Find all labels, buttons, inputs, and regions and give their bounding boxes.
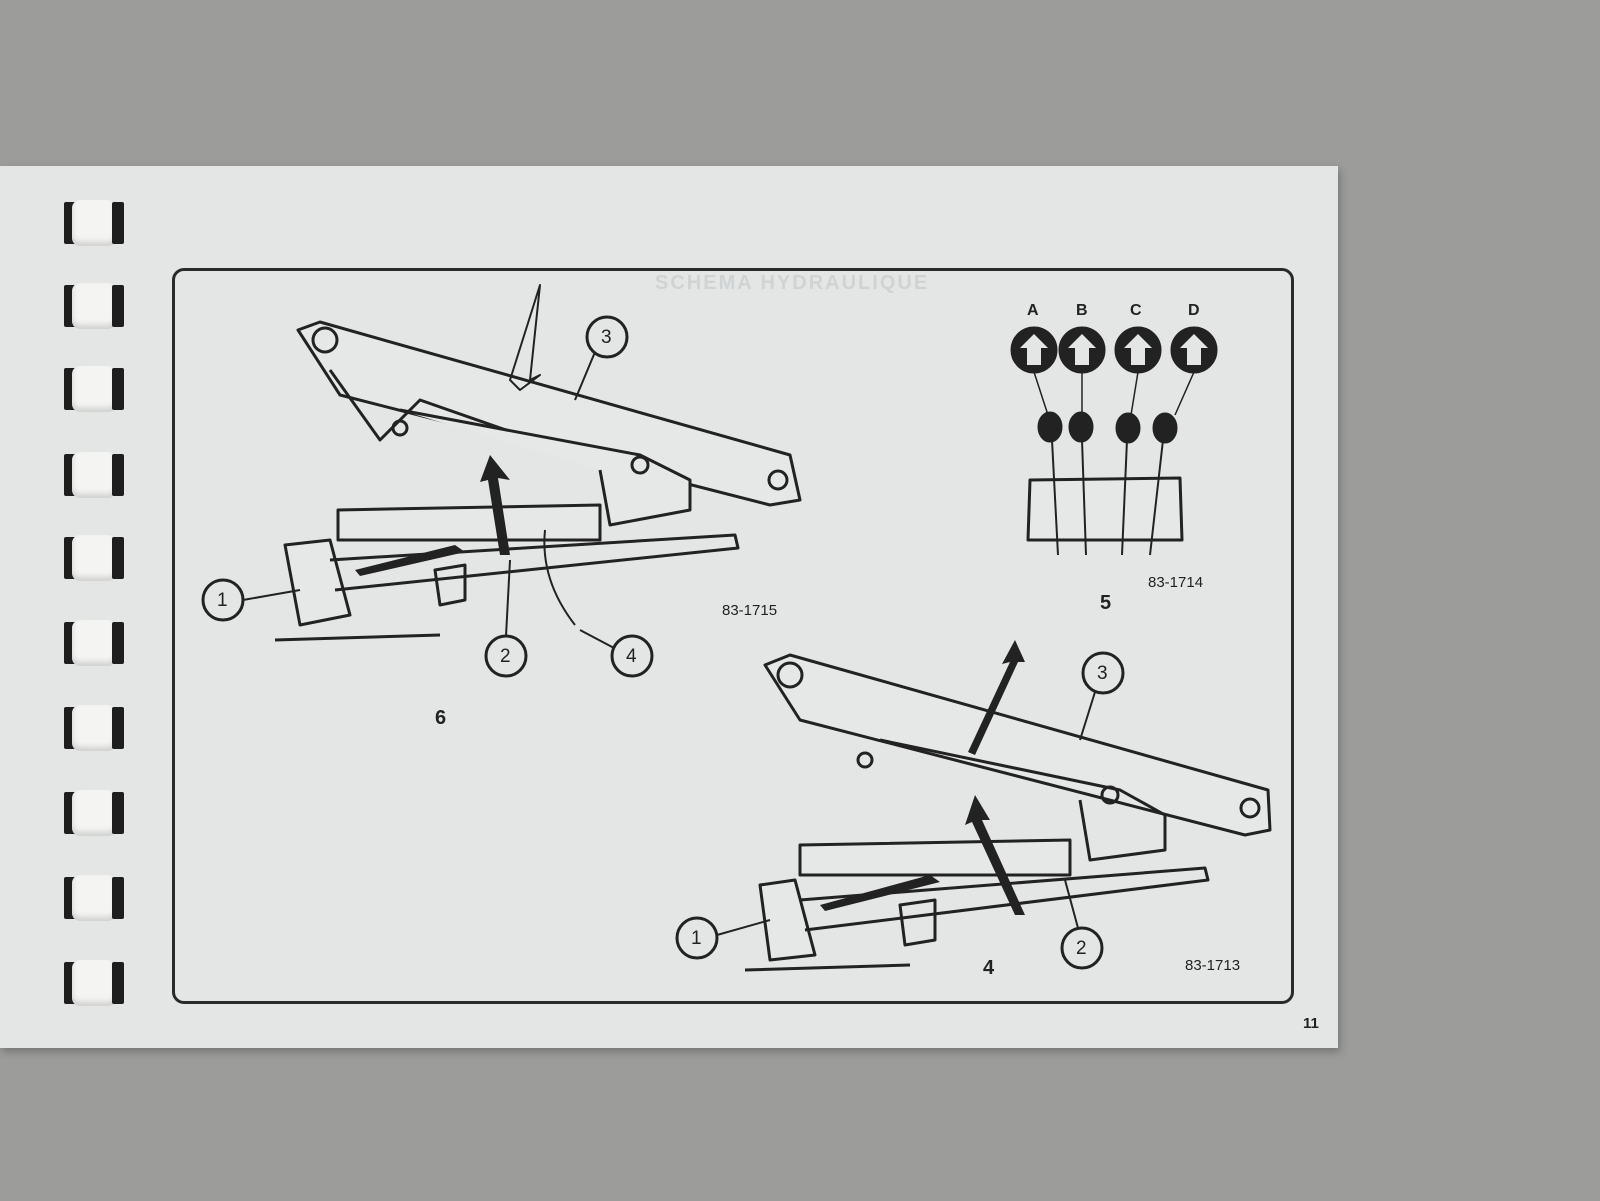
lever-label-d: D	[1188, 302, 1200, 319]
figure-code: 83-1713	[1185, 957, 1241, 974]
callout-3: 3	[1097, 663, 1108, 684]
callout-2: 2	[500, 646, 511, 667]
figure-code: 83-1715	[722, 602, 778, 619]
page-number: 11	[1303, 1015, 1319, 1032]
callout-4: 4	[626, 646, 637, 667]
callout-3: 3	[601, 327, 612, 348]
callout-1: 1	[691, 928, 702, 949]
figure-6-drawing	[274, 320, 802, 642]
figure-number: 6	[435, 707, 447, 729]
figure-number: 4	[983, 957, 995, 979]
figure-code: 83-1714	[1148, 574, 1204, 591]
figure-5-drawing	[1010, 326, 1218, 556]
lever-label-a: A	[1027, 302, 1039, 319]
callout-1: 1	[217, 590, 228, 611]
lever-label-b: B	[1076, 302, 1088, 319]
figure-4-drawing	[744, 653, 1272, 972]
lever-label-c: C	[1130, 302, 1142, 319]
show-through-heading: SCHEMA HYDRAULIQUE	[655, 272, 930, 294]
callout-2: 2	[1076, 938, 1087, 959]
figure-frame	[172, 268, 1294, 1004]
figure-number: 5	[1100, 592, 1112, 614]
